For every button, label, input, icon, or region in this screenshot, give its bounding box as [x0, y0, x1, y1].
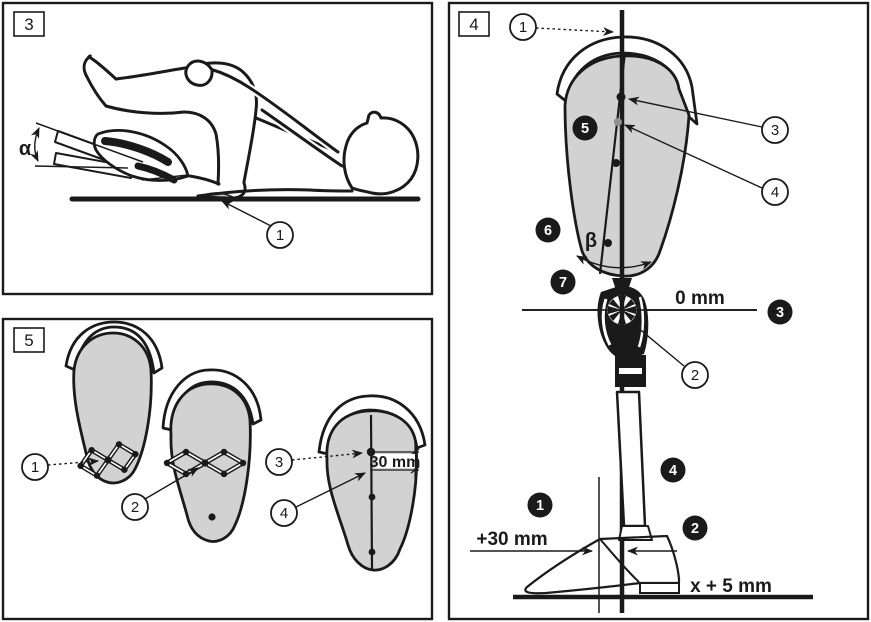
- trochanter-dot-gray: [614, 118, 622, 126]
- alpha-label: α: [19, 138, 32, 160]
- heel-wedge: [639, 582, 680, 594]
- callout-3-fig5: 3: [265, 448, 364, 476]
- figure-3-label: 3: [24, 15, 33, 34]
- limb-strap-upper: [101, 137, 172, 166]
- figure-5-label: 5: [24, 331, 33, 350]
- raised-foot-toe: [86, 54, 92, 60]
- beta-angle-annotation: β: [576, 230, 653, 270]
- callout-1-circle: [266, 221, 294, 249]
- knee-axis-marker: [522, 294, 757, 326]
- figure-4-label: 4: [469, 15, 478, 34]
- figure-4-label-box: 4: [458, 11, 490, 37]
- socket-c-dots: [366, 447, 376, 556]
- shin-top: [114, 65, 194, 81]
- step-marker-6: 6: [535, 217, 561, 243]
- socket-c: 30 mm: [317, 394, 427, 572]
- callout-1-fig3: 1: [221, 200, 294, 249]
- svg-text:1: 1: [536, 498, 544, 514]
- raised-foot-sole: [82, 56, 108, 108]
- step-marker-5: 5: [572, 115, 598, 141]
- thigh-back: [182, 110, 221, 186]
- anterior-offset-label: +30 mm: [476, 529, 547, 550]
- figure-4-frame: [447, 1, 870, 621]
- step-marker-2: 2: [682, 515, 708, 541]
- callout-3-fig4: 3: [627, 96, 789, 144]
- prosthetic-knee: [522, 278, 757, 387]
- alignment-socket: [555, 35, 699, 278]
- gauge-b: [163, 448, 247, 478]
- torso-bottom: [196, 188, 354, 198]
- figure-5-frame: [1, 317, 434, 621]
- svg-text:6: 6: [544, 223, 552, 239]
- arm-upper: [208, 67, 340, 154]
- svg-text:5: 5: [581, 121, 589, 137]
- clasped-hands: [184, 59, 214, 87]
- step-marker-1: 1: [527, 492, 553, 518]
- heel-height-label: x + 5 mm: [690, 576, 772, 597]
- alpha-angle-annotation: α: [19, 122, 144, 169]
- callout-2-fig4: 2: [630, 321, 709, 389]
- dimension-30mm-label: 30 mm: [370, 454, 421, 471]
- callout-4-fig4: 4: [624, 124, 789, 206]
- socket-midline-dots: [604, 159, 620, 247]
- groin-line: [188, 174, 221, 186]
- dimension-text-backing: [375, 454, 415, 468]
- socket-c-midline: [369, 414, 374, 570]
- patient-figure: [82, 54, 420, 200]
- callout-1-number: 1: [519, 19, 527, 36]
- callout-3-number: 3: [771, 122, 779, 139]
- callout-1-number: 1: [276, 227, 284, 244]
- socket-b: [161, 368, 263, 543]
- callout-4-number: 4: [280, 505, 288, 522]
- callout-1-fig4: 1: [509, 13, 615, 41]
- callout-4-fig5: 4: [270, 472, 366, 527]
- callout-3-number: 3: [275, 454, 283, 471]
- svg-text:7: 7: [559, 275, 567, 291]
- step-marker-3: 3: [767, 299, 793, 325]
- arm-lower: [260, 108, 344, 168]
- gauge-b-dots: [163, 448, 247, 478]
- figure-3-frame: [1, 1, 434, 296]
- step-marker-4: 4: [660, 457, 686, 483]
- limb-strap-lower: [134, 162, 178, 184]
- socket-b-mark-dot: [208, 513, 216, 521]
- knee-ref-label: 0 mm: [675, 288, 725, 309]
- raised-foot-top: [87, 55, 118, 81]
- figure-3-label-box: 3: [13, 11, 45, 37]
- socket-a: [64, 320, 164, 485]
- callout-4-number: 4: [771, 184, 779, 201]
- prosthetic-foot: [524, 534, 681, 595]
- step-marker-7: 7: [550, 269, 576, 295]
- calf-bottom: [104, 104, 186, 115]
- head: [342, 110, 420, 196]
- limb-pointer: [141, 174, 189, 181]
- gauge-a-dots: [77, 441, 139, 479]
- figure-5-label-box: 5: [13, 327, 45, 353]
- figure-4-panel: 4 β 0 mm: [447, 1, 870, 621]
- figure-5-panel: 5: [1, 317, 434, 621]
- svg-text:3: 3: [776, 305, 784, 321]
- callout-1-number: 1: [31, 459, 39, 476]
- svg-text:2: 2: [691, 521, 699, 537]
- beta-label: β: [585, 230, 597, 252]
- callout-2-number: 2: [691, 367, 699, 384]
- anterior-offset-dimension: +30 mm: [470, 529, 677, 556]
- callout-1-fig5: 1: [21, 453, 100, 481]
- callout-2-fig5: 2: [121, 467, 199, 521]
- dimension-30mm: 30 mm: [370, 443, 421, 479]
- gauge-a: [77, 441, 139, 479]
- callout-2-number: 2: [131, 499, 139, 516]
- figure-3-panel: 3: [1, 1, 434, 296]
- svg-text:4: 4: [669, 463, 677, 479]
- socket-top-dot: [616, 92, 626, 102]
